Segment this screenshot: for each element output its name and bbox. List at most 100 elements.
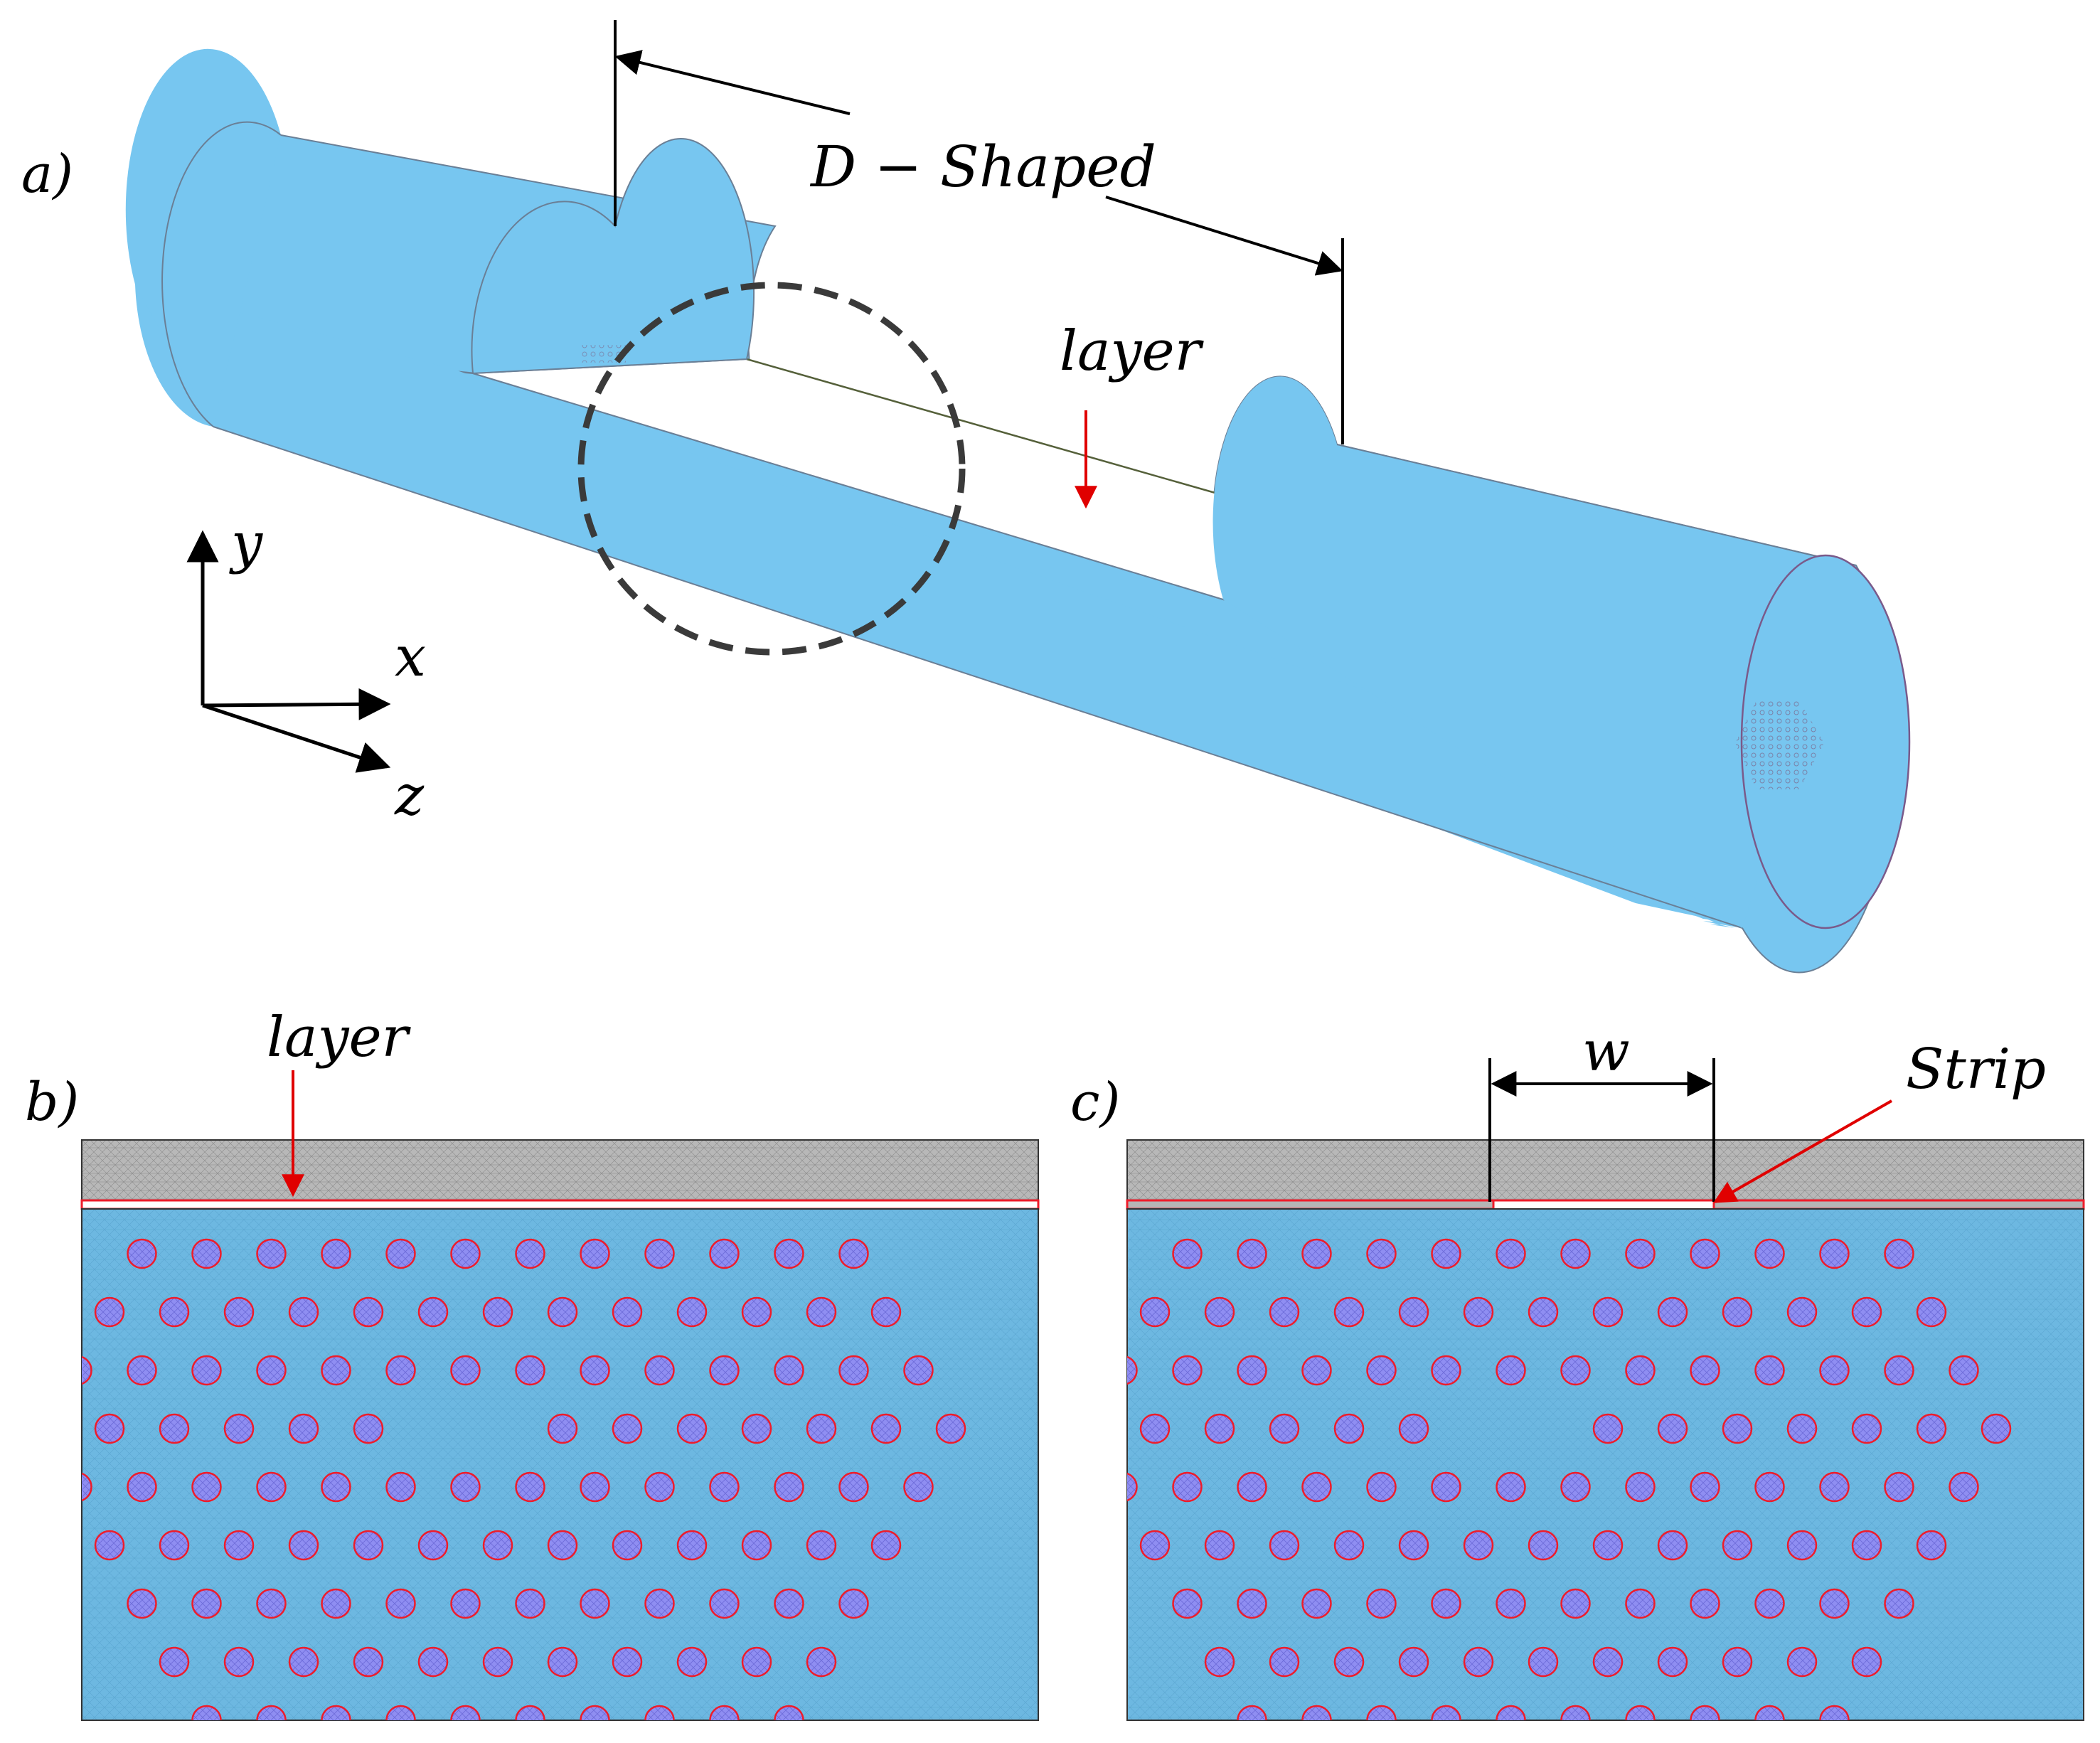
- air-hole: [1916, 1413, 1947, 1444]
- air-hole: [159, 1296, 190, 1328]
- air-hole: [482, 1646, 513, 1678]
- air-hole: [321, 1588, 351, 1619]
- strip-arrow: [1713, 1099, 1892, 1203]
- air-hole: [385, 1705, 416, 1720]
- air-hole: [612, 1413, 643, 1444]
- air-hole: [1301, 1588, 1332, 1619]
- air-hole: [288, 1646, 319, 1678]
- air-hole: [1463, 1530, 1494, 1561]
- air-hole: [580, 1471, 610, 1503]
- zoom-circle: [577, 282, 966, 656]
- air-hole: [870, 1413, 902, 1444]
- air-hole: [612, 1530, 643, 1561]
- air-hole: [838, 1471, 869, 1503]
- air-hole: [1301, 1705, 1332, 1720]
- air-hole: [1204, 1530, 1235, 1561]
- panel-b: b) layer: [25, 1006, 1040, 1721]
- air-hole: [1722, 1296, 1753, 1328]
- air-hole: [709, 1588, 740, 1619]
- air-hole: [1690, 1355, 1720, 1386]
- strip-label: Strip: [1906, 1038, 2046, 1102]
- air-hole: [1819, 1471, 1850, 1503]
- air-hole: [1301, 1238, 1332, 1269]
- air-hole: [1916, 1296, 1947, 1328]
- air-hole: [1690, 1705, 1720, 1720]
- air-hole: [580, 1238, 610, 1269]
- air-hole: [1301, 1471, 1332, 1503]
- air-hole: [806, 1646, 837, 1678]
- air-hole: [1916, 1530, 1947, 1561]
- air-hole: [1237, 1238, 1267, 1269]
- axis-x-label: x: [395, 625, 426, 689]
- air-hole: [838, 1588, 869, 1619]
- air-hole: [127, 1238, 157, 1269]
- air-hole: [94, 1296, 125, 1328]
- air-hole: [94, 1413, 125, 1444]
- air-hole: [1690, 1471, 1720, 1503]
- air-hole: [223, 1413, 255, 1444]
- air-hole: [1237, 1588, 1267, 1619]
- air-hole: [288, 1413, 319, 1444]
- layer-label-a: layer: [1060, 319, 1205, 383]
- air-hole: [838, 1238, 869, 1269]
- air-hole: [1786, 1413, 1818, 1444]
- air-hole: [353, 1296, 384, 1328]
- axis-y-label: y: [229, 511, 263, 575]
- air-hole: [450, 1355, 481, 1386]
- air-hole: [1269, 1296, 1300, 1328]
- air-hole: [1657, 1296, 1688, 1328]
- air-hole: [709, 1238, 740, 1269]
- metal-layer-b: [80, 1199, 1040, 1210]
- air-hole: [94, 1530, 125, 1561]
- air-hole: [1560, 1238, 1591, 1269]
- air-hole: [256, 1471, 287, 1503]
- air-hole: [1269, 1646, 1300, 1678]
- air-hole: [1884, 1471, 1914, 1503]
- air-hole: [1463, 1296, 1494, 1328]
- air-hole: [1657, 1530, 1688, 1561]
- air-hole: [870, 1530, 902, 1561]
- air-hole: [1722, 1530, 1753, 1561]
- air-hole: [127, 1588, 157, 1619]
- air-hole: [903, 1471, 934, 1503]
- axes-triad: y x z: [186, 511, 426, 828]
- air-hole: [1884, 1355, 1914, 1386]
- air-hole: [1592, 1646, 1624, 1678]
- air-hole: [741, 1413, 772, 1444]
- air-hole: [1204, 1296, 1235, 1328]
- air-hole: [321, 1705, 351, 1720]
- air-hole: [1786, 1646, 1818, 1678]
- air-hole: [1172, 1588, 1203, 1619]
- air-hole: [1851, 1646, 1882, 1678]
- air-hole: [1657, 1413, 1688, 1444]
- air-hole: [515, 1238, 545, 1269]
- air-hole: [1333, 1413, 1365, 1444]
- air-hole: [774, 1238, 804, 1269]
- air-hole: [741, 1296, 772, 1328]
- air-hole: [385, 1471, 416, 1503]
- air-hole: [256, 1705, 287, 1720]
- air-hole: [838, 1355, 869, 1386]
- air-hole: [547, 1646, 578, 1678]
- air-hole: [741, 1530, 772, 1561]
- air-hole: [1851, 1530, 1882, 1561]
- air-hole: [1366, 1238, 1397, 1269]
- axis-z-label: z: [394, 764, 425, 828]
- air-hole: [1333, 1646, 1365, 1678]
- air-hole: [450, 1471, 481, 1503]
- air-hole: [256, 1238, 287, 1269]
- air-hole: [1333, 1530, 1365, 1561]
- air-hole: [159, 1413, 190, 1444]
- air-hole: [1690, 1238, 1720, 1269]
- air-hole: [450, 1238, 481, 1269]
- air-hole: [1560, 1588, 1591, 1619]
- air-hole: [1398, 1296, 1429, 1328]
- air-hole: [547, 1296, 578, 1328]
- air-hole: [1786, 1296, 1818, 1328]
- air-hole: [127, 1355, 157, 1386]
- air-hole: [515, 1471, 545, 1503]
- air-hole-lattice-c: [1127, 1238, 2012, 1720]
- air-hole: [1398, 1646, 1429, 1678]
- cladding-c: [1126, 1208, 2084, 1721]
- panel-a: a): [21, 20, 1911, 974]
